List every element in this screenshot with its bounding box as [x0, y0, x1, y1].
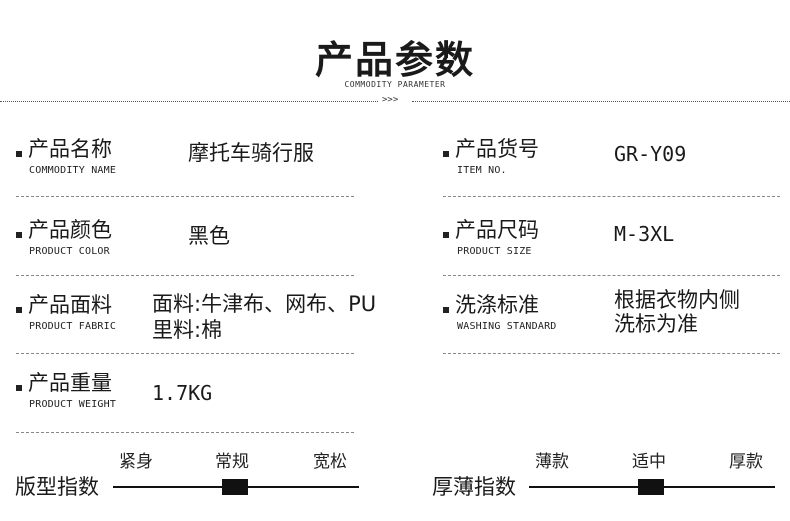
param-fabric-label: 产品面料: [28, 293, 112, 317]
fit-option-label: 常规: [215, 452, 249, 472]
fit-index-title: 版型指数: [15, 475, 99, 499]
bullet-icon: [16, 307, 22, 313]
param-wash-value-line2: 洗标为准: [614, 312, 698, 336]
row-divider: [443, 275, 780, 276]
param-color-en: PRODUCT COLOR: [29, 246, 110, 257]
row-divider: [443, 353, 780, 354]
bullet-icon: [443, 151, 449, 157]
bullet-icon: [16, 385, 22, 391]
page-subtitle: COMMODITY PARAMETER: [344, 80, 446, 89]
header-divider-right: [412, 101, 790, 102]
param-wash-en: WASHING STANDARD: [457, 321, 557, 332]
thickness-option-label: 厚款: [729, 452, 763, 472]
param-color-value: 黑色: [188, 224, 230, 248]
bullet-icon: [443, 307, 449, 313]
thickness-index-title: 厚薄指数: [432, 475, 516, 499]
param-wash-value-line1: 根据衣物内侧: [614, 288, 740, 312]
row-divider: [443, 196, 780, 197]
param-fabric-en: PRODUCT FABRIC: [29, 321, 117, 332]
bullet-icon: [443, 232, 449, 238]
param-size-en: PRODUCT SIZE: [457, 246, 532, 257]
param-wash-label: 洗涤标准: [455, 293, 539, 317]
row-divider: [16, 196, 354, 197]
param-itemno-en: ITEM NO.: [457, 165, 507, 176]
row-divider: [16, 353, 354, 354]
param-itemno-label: 产品货号: [455, 137, 539, 161]
bullet-icon: [16, 232, 22, 238]
param-size-value: M-3XL: [614, 222, 675, 246]
param-fabric-value-line2: 里料:棉: [152, 318, 223, 342]
param-name-label: 产品名称: [28, 137, 112, 161]
param-weight-value: 1.7KG: [152, 381, 213, 405]
fit-option-label: 宽松: [313, 452, 347, 472]
param-itemno-value: GR-Y09: [614, 142, 687, 166]
thickness-option-label: 适中: [632, 452, 666, 472]
param-fabric-value-line1: 面料:牛津布、网布、PU: [152, 292, 377, 316]
bullet-icon: [16, 151, 22, 157]
thickness-option-label: 薄款: [535, 452, 569, 472]
row-divider: [16, 275, 354, 276]
header-divider-left: [0, 101, 378, 102]
header-arrows: >>>: [382, 95, 399, 105]
param-name-en: COMMODITY NAME: [29, 165, 117, 176]
row-divider: [16, 432, 354, 433]
fit-option-label: 紧身: [119, 452, 153, 472]
param-size-label: 产品尺码: [455, 218, 539, 242]
param-color-label: 产品颜色: [28, 218, 112, 242]
page-title: 产品参数: [314, 38, 475, 82]
param-name-value: 摩托车骑行服: [188, 141, 314, 165]
param-weight-en: PRODUCT WEIGHT: [29, 399, 117, 410]
fit-index-marker: [222, 479, 248, 495]
thickness-index-marker: [638, 479, 664, 495]
param-weight-label: 产品重量: [28, 371, 112, 395]
